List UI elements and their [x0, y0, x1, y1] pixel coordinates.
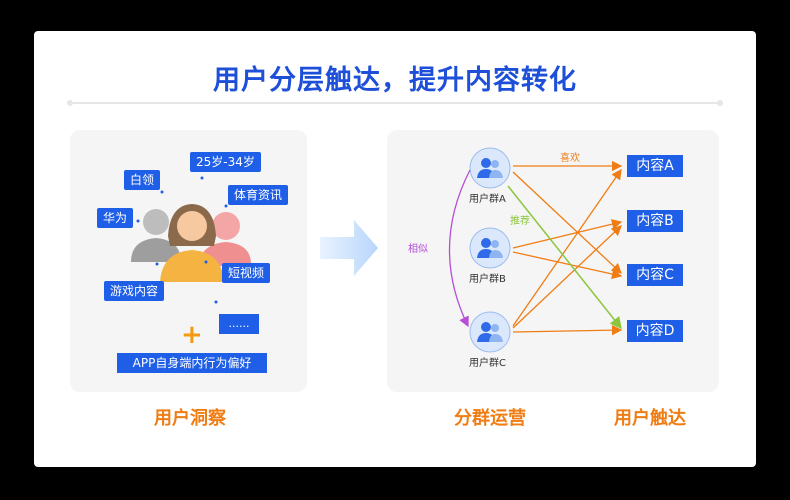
edge-c-to-content-b [512, 225, 622, 329]
group-b-avatar-icon [469, 227, 511, 269]
tag-short-video: 短视频 [222, 263, 271, 283]
edge-similar [448, 169, 471, 328]
more-tags-box: ...... [219, 314, 259, 334]
flow-arrow-icon [320, 220, 378, 276]
caption-segment-ops: 分群运营 [454, 408, 526, 429]
content-c-box: 内容C [627, 264, 683, 286]
content-a-box: 内容A [627, 155, 683, 177]
tag-sports-news: 体育资讯 [228, 185, 289, 205]
page-title: 用户分层触达，提升内容转化 [213, 65, 577, 96]
group-b-label: 用户群B [469, 274, 506, 285]
edge-label-like: 喜欢 [560, 153, 580, 164]
caption-user-insight: 用户洞察 [154, 408, 226, 429]
group-a-label: 用户群A [469, 194, 506, 205]
edge-label-similar: 相似 [408, 244, 428, 255]
person-gray-icon [131, 209, 181, 262]
edge-c-to-content-d [512, 324, 623, 336]
group-c-avatar-icon [469, 311, 511, 353]
tag-huawei: 华为 [97, 208, 134, 228]
group-a-avatar-icon [469, 147, 511, 189]
title-divider [67, 100, 723, 106]
plus-icon: + [181, 320, 203, 350]
tag-white-collar: 白领 [124, 170, 161, 190]
edge-a-to-content-c [512, 171, 622, 274]
tag-age: 25岁-34岁 [190, 152, 261, 172]
edge-b-to-content-c [512, 251, 623, 280]
edge-recommend [507, 185, 622, 330]
edge-label-recommend: 推荐 [510, 216, 530, 227]
content-b-box: 内容B [627, 210, 683, 232]
edge-c-to-content-a [512, 168, 622, 327]
content-d-box: 内容D [627, 320, 683, 342]
app-preference-bar: APP自身端内行为偏好 [117, 353, 267, 373]
group-c-label: 用户群C [469, 358, 506, 369]
tag-game-content: 游戏内容 [104, 281, 165, 301]
person-yellow-icon [160, 204, 224, 282]
edge-b-to-content-b [512, 219, 623, 249]
caption-user-reach: 用户触达 [614, 408, 686, 429]
